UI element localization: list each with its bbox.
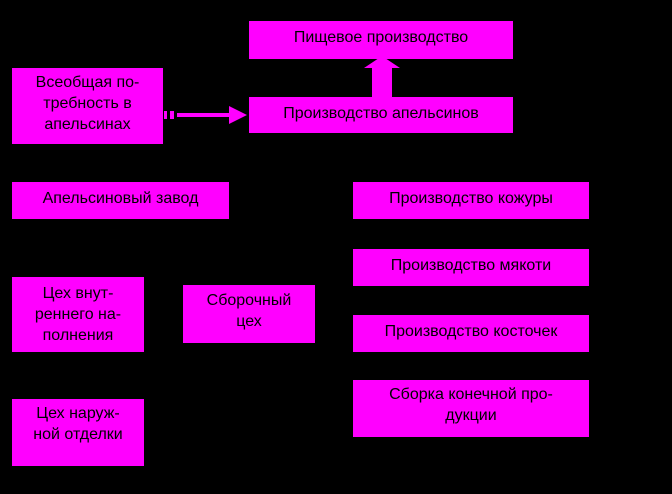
final-assembly-box: Сборка конечной про- дукции (353, 380, 589, 437)
food-industry-label: Пищевое производство (293, 29, 469, 46)
universal-demand-box: Всеобщая по- требность в апельсинах (12, 68, 163, 144)
peel-production-box: Производство кожуры (353, 182, 589, 219)
orange-production-label: Производство апельсинов (283, 105, 479, 122)
assembly-shop-box: Сборочный цех (183, 285, 315, 343)
pulp-production-box: Производство мякоти (353, 249, 589, 286)
orange-factory-label: Апельсиновый завод (42, 190, 199, 207)
arrow-right-icon (164, 106, 247, 124)
orange-production-box: Производство апельсинов (249, 97, 513, 133)
universal-demand-label: Всеобщая по- требность в апельсинах (35, 74, 140, 133)
seed-production-label: Производство косточек (384, 323, 558, 340)
outer-finish-shop-box: Цех наруж- ной отделки (12, 399, 144, 466)
pulp-production-label: Производство мякоти (390, 257, 552, 274)
final-assembly-label: Сборка конечной про- дукции (389, 386, 553, 424)
assembly-shop-label: Сборочный цех (206, 292, 292, 330)
food-industry-box: Пищевое производство (249, 21, 513, 59)
inner-filling-shop-box: Цех внут- реннего на- полнения (12, 277, 144, 352)
inner-filling-shop-label: Цех внут- реннего на- полнения (34, 285, 122, 344)
outer-finish-shop-label: Цех наруж- ной отделки (33, 405, 123, 443)
orange-factory-box: Апельсиновый завод (12, 182, 229, 219)
seed-production-box: Производство косточек (353, 315, 589, 352)
arrow-up-icon (364, 56, 400, 97)
peel-production-label: Производство кожуры (389, 190, 553, 207)
